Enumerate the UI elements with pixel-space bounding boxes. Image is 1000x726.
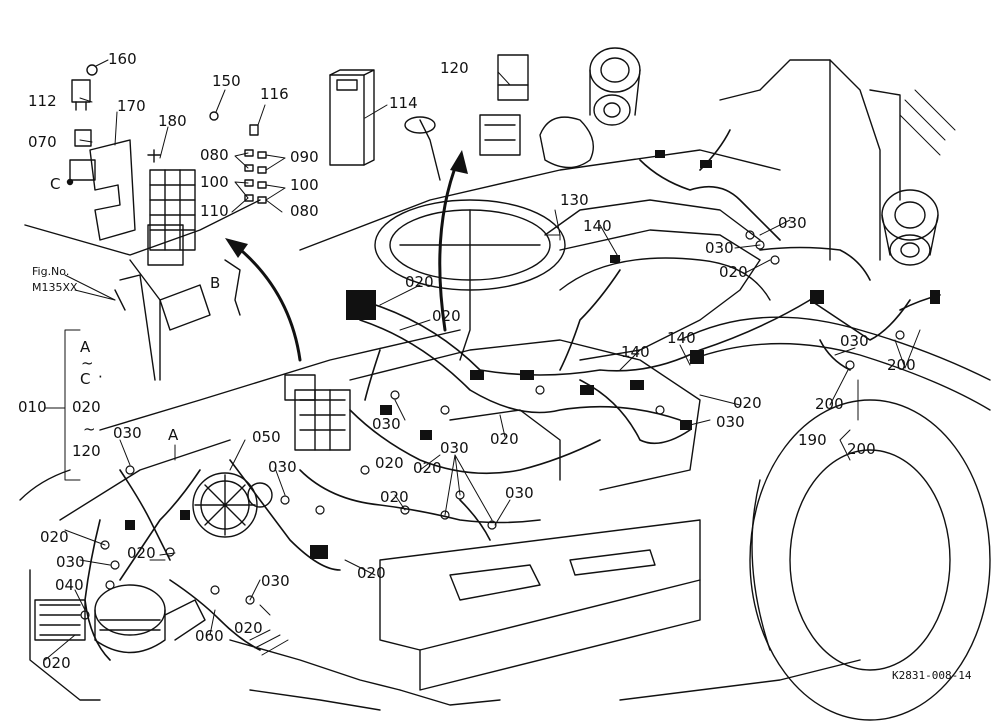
callout-030-f: 030 (56, 553, 85, 571)
callout-160: 160 (108, 50, 137, 68)
callout-070: 070 (28, 133, 57, 151)
callout-020-h: 020 (127, 544, 156, 562)
callout-020-b: 020 (432, 307, 461, 325)
callout-200-b: 200 (815, 395, 844, 413)
callout-030-g: 030 (261, 572, 290, 590)
callout-030-h: 030 (716, 413, 745, 431)
callout-170: 170 (117, 97, 146, 115)
callout-140-b: 140 (621, 343, 650, 361)
callout-030-e: 030 (505, 484, 534, 502)
callout-114: 114 (389, 94, 418, 112)
callout-116: 116 (260, 85, 289, 103)
callout-100-right: 100 (290, 176, 319, 194)
callout-030-j: 030 (705, 239, 734, 257)
callout-030-k: 030 (840, 332, 869, 350)
tractor-body-outline (19, 59, 991, 721)
callout-110: 110 (200, 202, 229, 220)
callout-060: 060 (195, 627, 224, 645)
hatched-areas (249, 89, 956, 656)
callout-190: 190 (798, 431, 827, 449)
range-group-from: A (80, 338, 91, 356)
callout-050: 050 (252, 428, 281, 446)
callout-030-c: 030 (372, 415, 401, 433)
callout-020-i: 020 (357, 564, 386, 582)
insert-letter-a: A (168, 426, 179, 444)
callout-020-g: 020 (40, 528, 69, 546)
callout-020-j: 020 (234, 619, 263, 637)
callout-140-a: 140 (583, 217, 612, 235)
arrow-heads (225, 150, 468, 258)
assembly-arrows (233, 158, 460, 362)
callout-130: 130 (560, 191, 589, 209)
range-group-end: 120 (72, 442, 101, 460)
callout-020-a: 020 (405, 273, 434, 291)
callout-200-a: 200 (887, 356, 916, 374)
callout-030-i: 030 (778, 214, 807, 232)
alternator (192, 472, 273, 538)
main-harness (84, 129, 941, 661)
callout-020-k: 020 (42, 654, 71, 672)
callout-180: 180 (158, 112, 187, 130)
callout-080-top: 080 (200, 146, 229, 164)
callout-040: 040 (55, 576, 84, 594)
callout-100-left: 100 (200, 173, 229, 191)
callout-020-m: 020 (719, 263, 748, 281)
harness-connectors (125, 150, 940, 559)
headlight-right (881, 189, 939, 266)
callout-120-top: 120 (440, 59, 469, 77)
callout-020-c: 020 (375, 454, 404, 472)
callout-010: 010 (18, 398, 47, 416)
callout-020-l: 020 (733, 394, 762, 412)
insert-letter-c: C (50, 175, 61, 193)
range-group-tilde-2: ~ (83, 420, 96, 438)
drawing-id: K2831-008-14 (892, 669, 972, 682)
callout-140-c: 140 (667, 329, 696, 347)
callout-200-c: 200 (847, 440, 876, 458)
callout-030-d: 030 (440, 439, 469, 457)
figure-ref-label: Fig.No. (32, 265, 70, 278)
callout-112: 112 (28, 92, 57, 110)
callout-020-d: 020 (413, 459, 442, 477)
callout-020-f: 020 (380, 488, 409, 506)
range-group-sep: · (98, 368, 103, 386)
insert-letter-b: B (210, 274, 221, 292)
leader-lines (44, 59, 921, 661)
figure-ref-number: M135XX (32, 281, 78, 294)
starter-motor (94, 584, 206, 654)
range-group-tilde-1: ~ (81, 354, 94, 372)
callout-090: 090 (290, 148, 319, 166)
range-group-to: C (80, 370, 91, 388)
callout-030-a: 030 (113, 424, 142, 442)
range-group-start: 020 (72, 398, 101, 416)
detail-insert-parts (24, 54, 594, 381)
callout-020-e: 020 (490, 430, 519, 448)
callout-150: 150 (212, 72, 241, 90)
headlight-upper (589, 47, 641, 126)
fuse-relay-box (284, 374, 351, 451)
callout-030-b: 030 (268, 458, 297, 476)
callout-080-bottom: 080 (290, 202, 319, 220)
